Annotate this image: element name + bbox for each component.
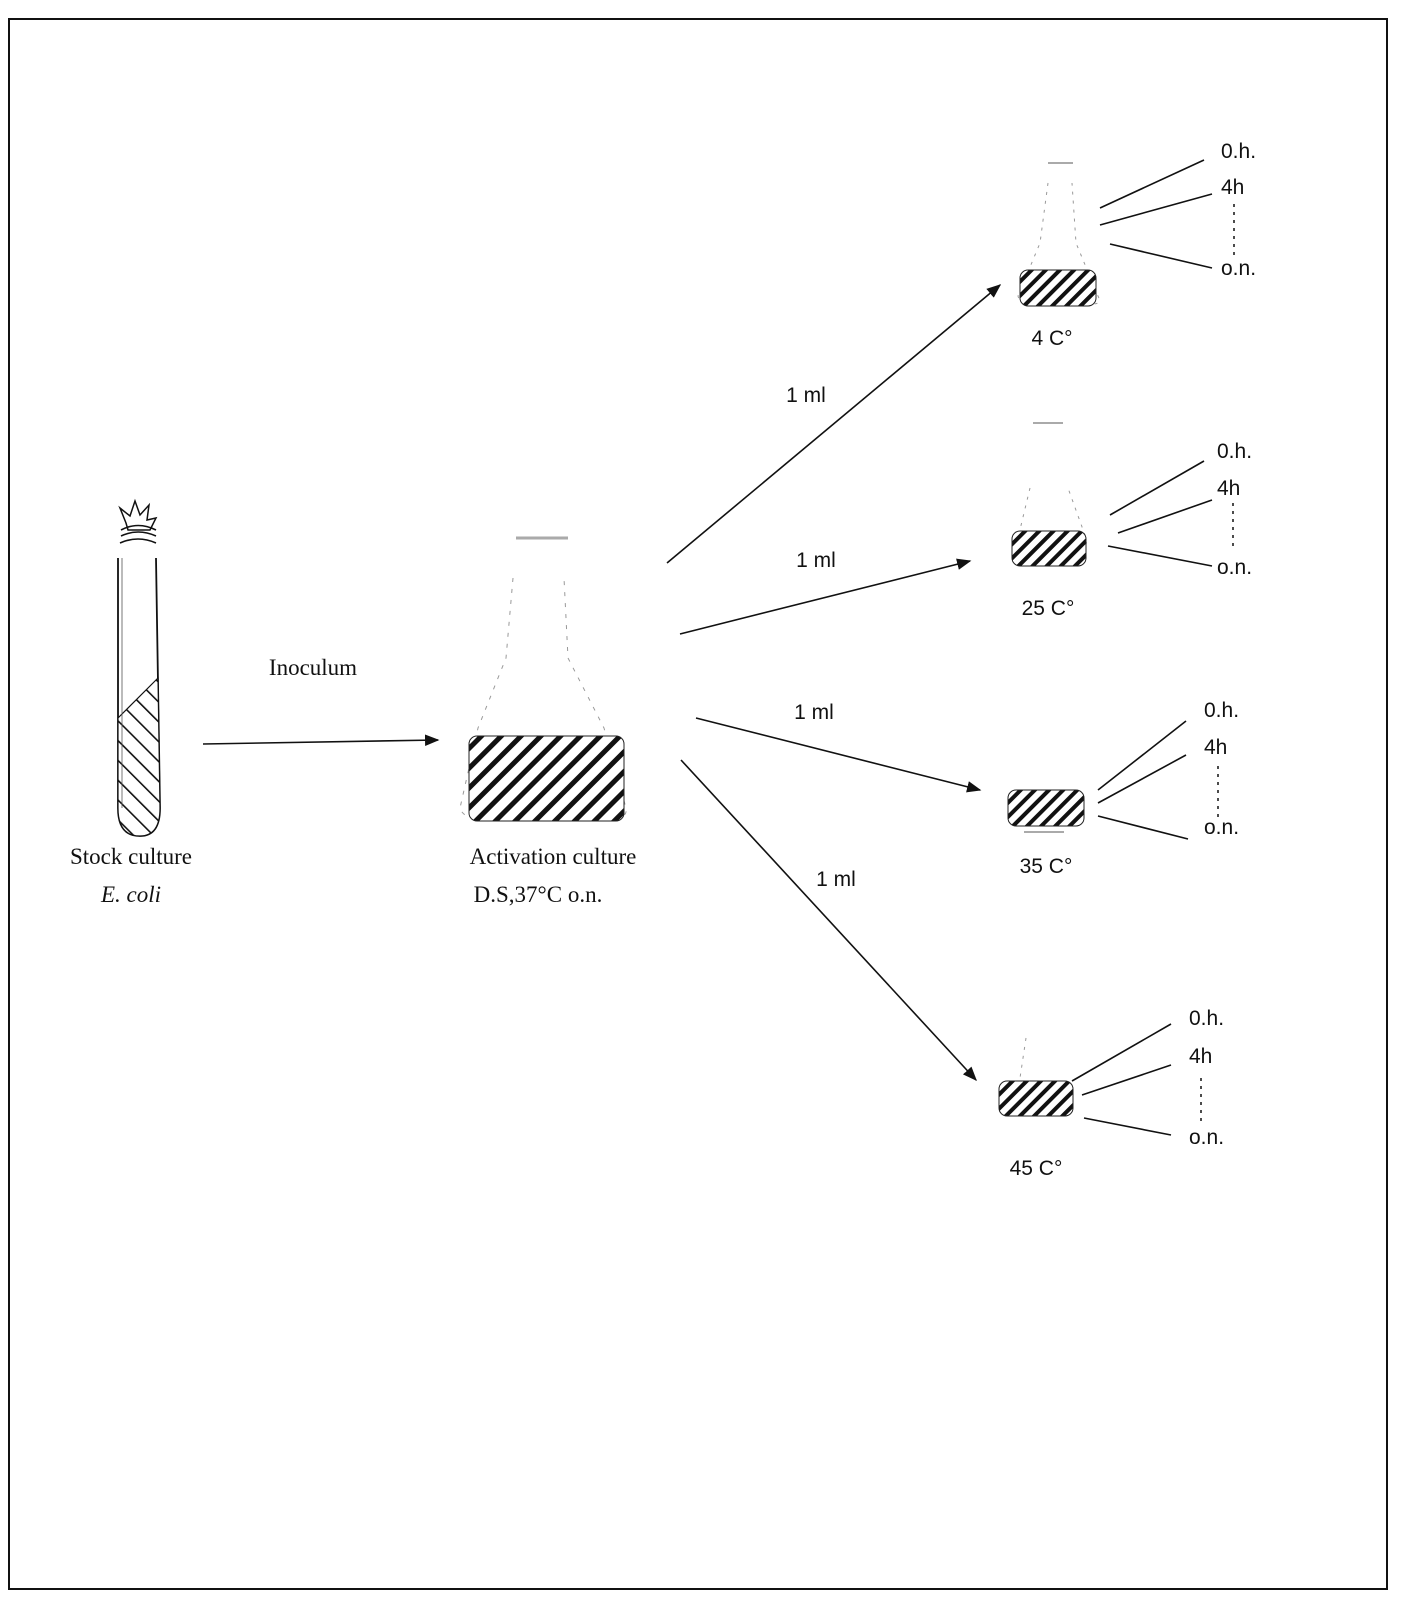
diagram-border [8,18,1388,1590]
time-line-0h [1097,720,1187,791]
time-label-4h: 4h [1204,736,1227,759]
time-label-4h: 4h [1221,176,1244,199]
transfer-arrow-45c [680,759,977,1082]
activation-culture-label: Activation culture [470,844,637,869]
flask-25c: 25 C° 0.h. 4h o.n. [1011,422,1252,620]
temperature-label: 25 C° [1022,597,1075,620]
time-line-on [1097,815,1189,840]
time-line-on [1109,243,1213,269]
flask-icon [1011,422,1087,567]
time-line-0h [1109,460,1205,516]
temperature-label: 35 C° [1020,855,1073,878]
diagram-canvas: Stock culture E. coli Inoculum Activatio… [8,18,1388,1590]
time-line-4h [1099,193,1213,226]
time-line-on [1083,1117,1172,1136]
inoculum-arrow [202,734,440,746]
time-label-on: o.n. [1189,1126,1224,1149]
time-label-4h: 4h [1189,1045,1212,1068]
time-line-on [1107,545,1213,567]
flask-4c: 4 C° 0.h. 4h o.n. [1017,140,1256,350]
time-label-0h: 0.h. [1221,140,1256,163]
transfer-arrow-25c [679,558,972,635]
activation-conditions-label: D.S,37°C o.n. [474,882,603,907]
test-tube-icon [117,498,161,837]
time-label-4h: 4h [1217,477,1240,500]
time-label-0h: 0.h. [1189,1007,1224,1030]
flask-icon [998,1037,1074,1117]
transfer-arrow-35c [695,717,982,793]
time-line-4h [1117,499,1213,534]
temperature-label: 4 C° [1031,327,1072,350]
time-label-0h: 0.h. [1204,699,1239,722]
diagram-frame: Stock culture E. coli Inoculum Activatio… [8,18,1389,1590]
transfer-volume-label-35c: 1 ml [794,701,834,724]
time-line-4h [1081,1064,1172,1096]
flask-35c: 35 C° 0.h. 4h o.n. [1007,699,1239,878]
stock-culture-label: Stock culture [70,844,192,869]
transfer-volume-label-45c: 1 ml [816,868,856,891]
temperature-label: 45 C° [1010,1157,1063,1180]
time-line-0h [1071,1023,1172,1082]
organism-label: E. coli [100,882,161,907]
time-line-4h [1097,754,1187,804]
time-label-on: o.n. [1221,257,1256,280]
transfer-volume-label-25c: 1 ml [796,549,836,572]
flask-45c: 45 C° 0.h. 4h o.n. [998,1007,1224,1180]
time-line-0h [1099,159,1205,209]
transfer-arrow-4c [666,284,1002,564]
time-label-0h: 0.h. [1217,440,1252,463]
time-label-on: o.n. [1217,556,1252,579]
flask-icon [1017,162,1100,307]
flask-icon [1007,789,1085,833]
time-label-on: o.n. [1204,816,1239,839]
activation-flask-icon [459,536,627,822]
inoculum-label: Inoculum [269,655,357,680]
transfer-volume-label-4c: 1 ml [786,384,826,407]
